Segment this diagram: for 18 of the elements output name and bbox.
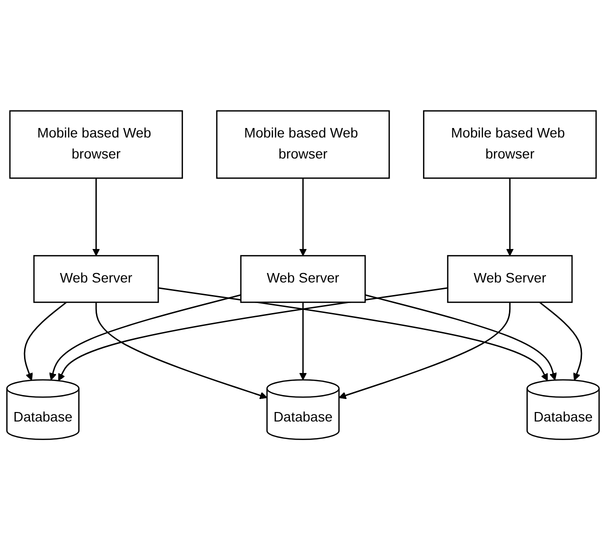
- arrow: [92, 178, 100, 256]
- arrow: [95, 302, 268, 400]
- arrow: [506, 178, 514, 256]
- arrow: [58, 288, 448, 382]
- node-box: Web Server: [447, 255, 573, 304]
- arrow: [299, 302, 307, 381]
- node-box: Web Server: [33, 255, 159, 304]
- arrow: [158, 288, 548, 382]
- node-box: Mobile based Web browser: [9, 110, 183, 180]
- arrow: [539, 302, 582, 381]
- arrow: [49, 294, 242, 381]
- arrow: [338, 302, 511, 400]
- arrow: [24, 302, 67, 381]
- node-box: Mobile based Web browser: [423, 110, 597, 180]
- arrow: [299, 178, 307, 256]
- node-box: Web Server: [240, 255, 366, 304]
- node-box: Mobile based Web browser: [216, 110, 390, 180]
- arrow: [364, 294, 557, 381]
